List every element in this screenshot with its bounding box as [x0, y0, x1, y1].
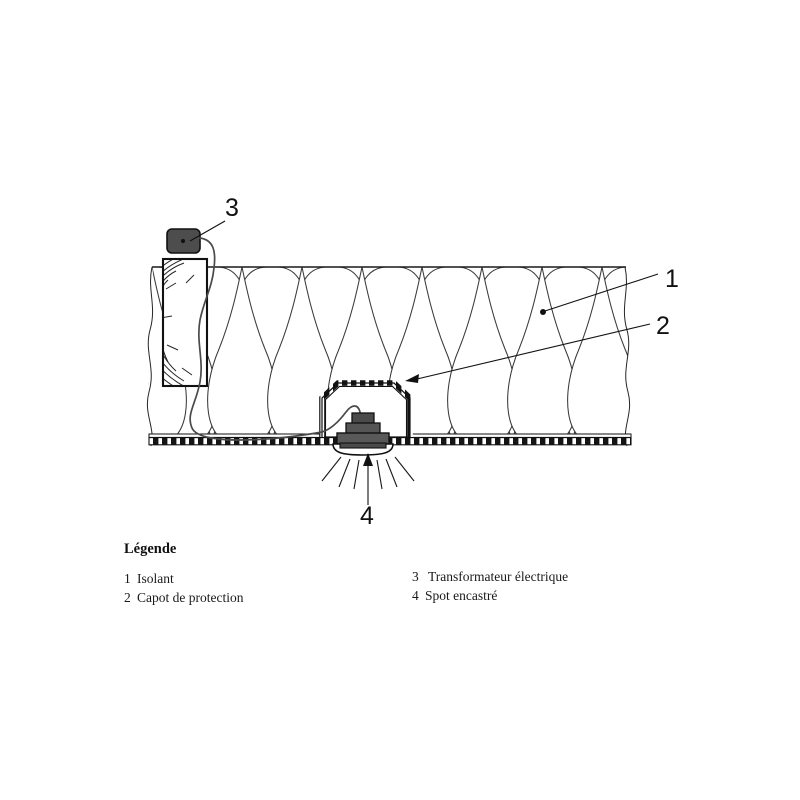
- cutaway-edge-right: [623, 266, 631, 447]
- legend: Légende 1 Isolant 2 Capot de protection …: [124, 541, 568, 605]
- legend-item-1-number: 1: [124, 571, 131, 586]
- cutaway-edge-left: [146, 266, 154, 447]
- legend-item-2-number: 2: [124, 590, 131, 605]
- callout-2-label: 2: [656, 312, 670, 340]
- callout-3-label: 3: [225, 194, 239, 222]
- transformer-terminal-dot: [180, 238, 186, 244]
- legend-item-3-number: 3: [412, 569, 419, 584]
- callout-4-arrowhead: [363, 453, 373, 466]
- transformer-housing-wool: [164, 260, 195, 385]
- light-rays: [321, 456, 415, 490]
- callout-1: 1: [540, 265, 679, 315]
- callout-2-arrowhead: [405, 374, 419, 383]
- spot-housing-base: [336, 432, 390, 445]
- legend-item-2-text: Capot de protection: [137, 590, 244, 605]
- spot-lens: [339, 442, 387, 449]
- callout-4-label: 4: [360, 502, 374, 530]
- callout-3: 3: [189, 194, 239, 242]
- transformer-assembly: [161, 228, 209, 388]
- callout-1-dot: [540, 309, 546, 315]
- protective-cap-outline-inner: [321, 382, 411, 437]
- callout-1-leader: [544, 273, 659, 312]
- recessed-spot: [332, 412, 394, 456]
- cable-transformer-to-spot: [189, 237, 323, 441]
- callout-1-label: 1: [665, 265, 679, 293]
- protective-cap-outline-outer: [324, 385, 408, 437]
- legend-title: Légende: [124, 541, 177, 557]
- protective-cap: [319, 380, 413, 438]
- legend-item-4-number: 4: [412, 588, 419, 603]
- legend-item-3-text: Transformateur électrique: [428, 569, 568, 584]
- callout-4: 4: [360, 453, 374, 530]
- legend-item-1-text: Isolant: [137, 571, 174, 586]
- legend-item-4-text: Spot encastré: [425, 588, 497, 603]
- callout-3-leader: [189, 220, 226, 242]
- callout-2-leader: [416, 323, 651, 380]
- callout-2: 2: [405, 312, 670, 383]
